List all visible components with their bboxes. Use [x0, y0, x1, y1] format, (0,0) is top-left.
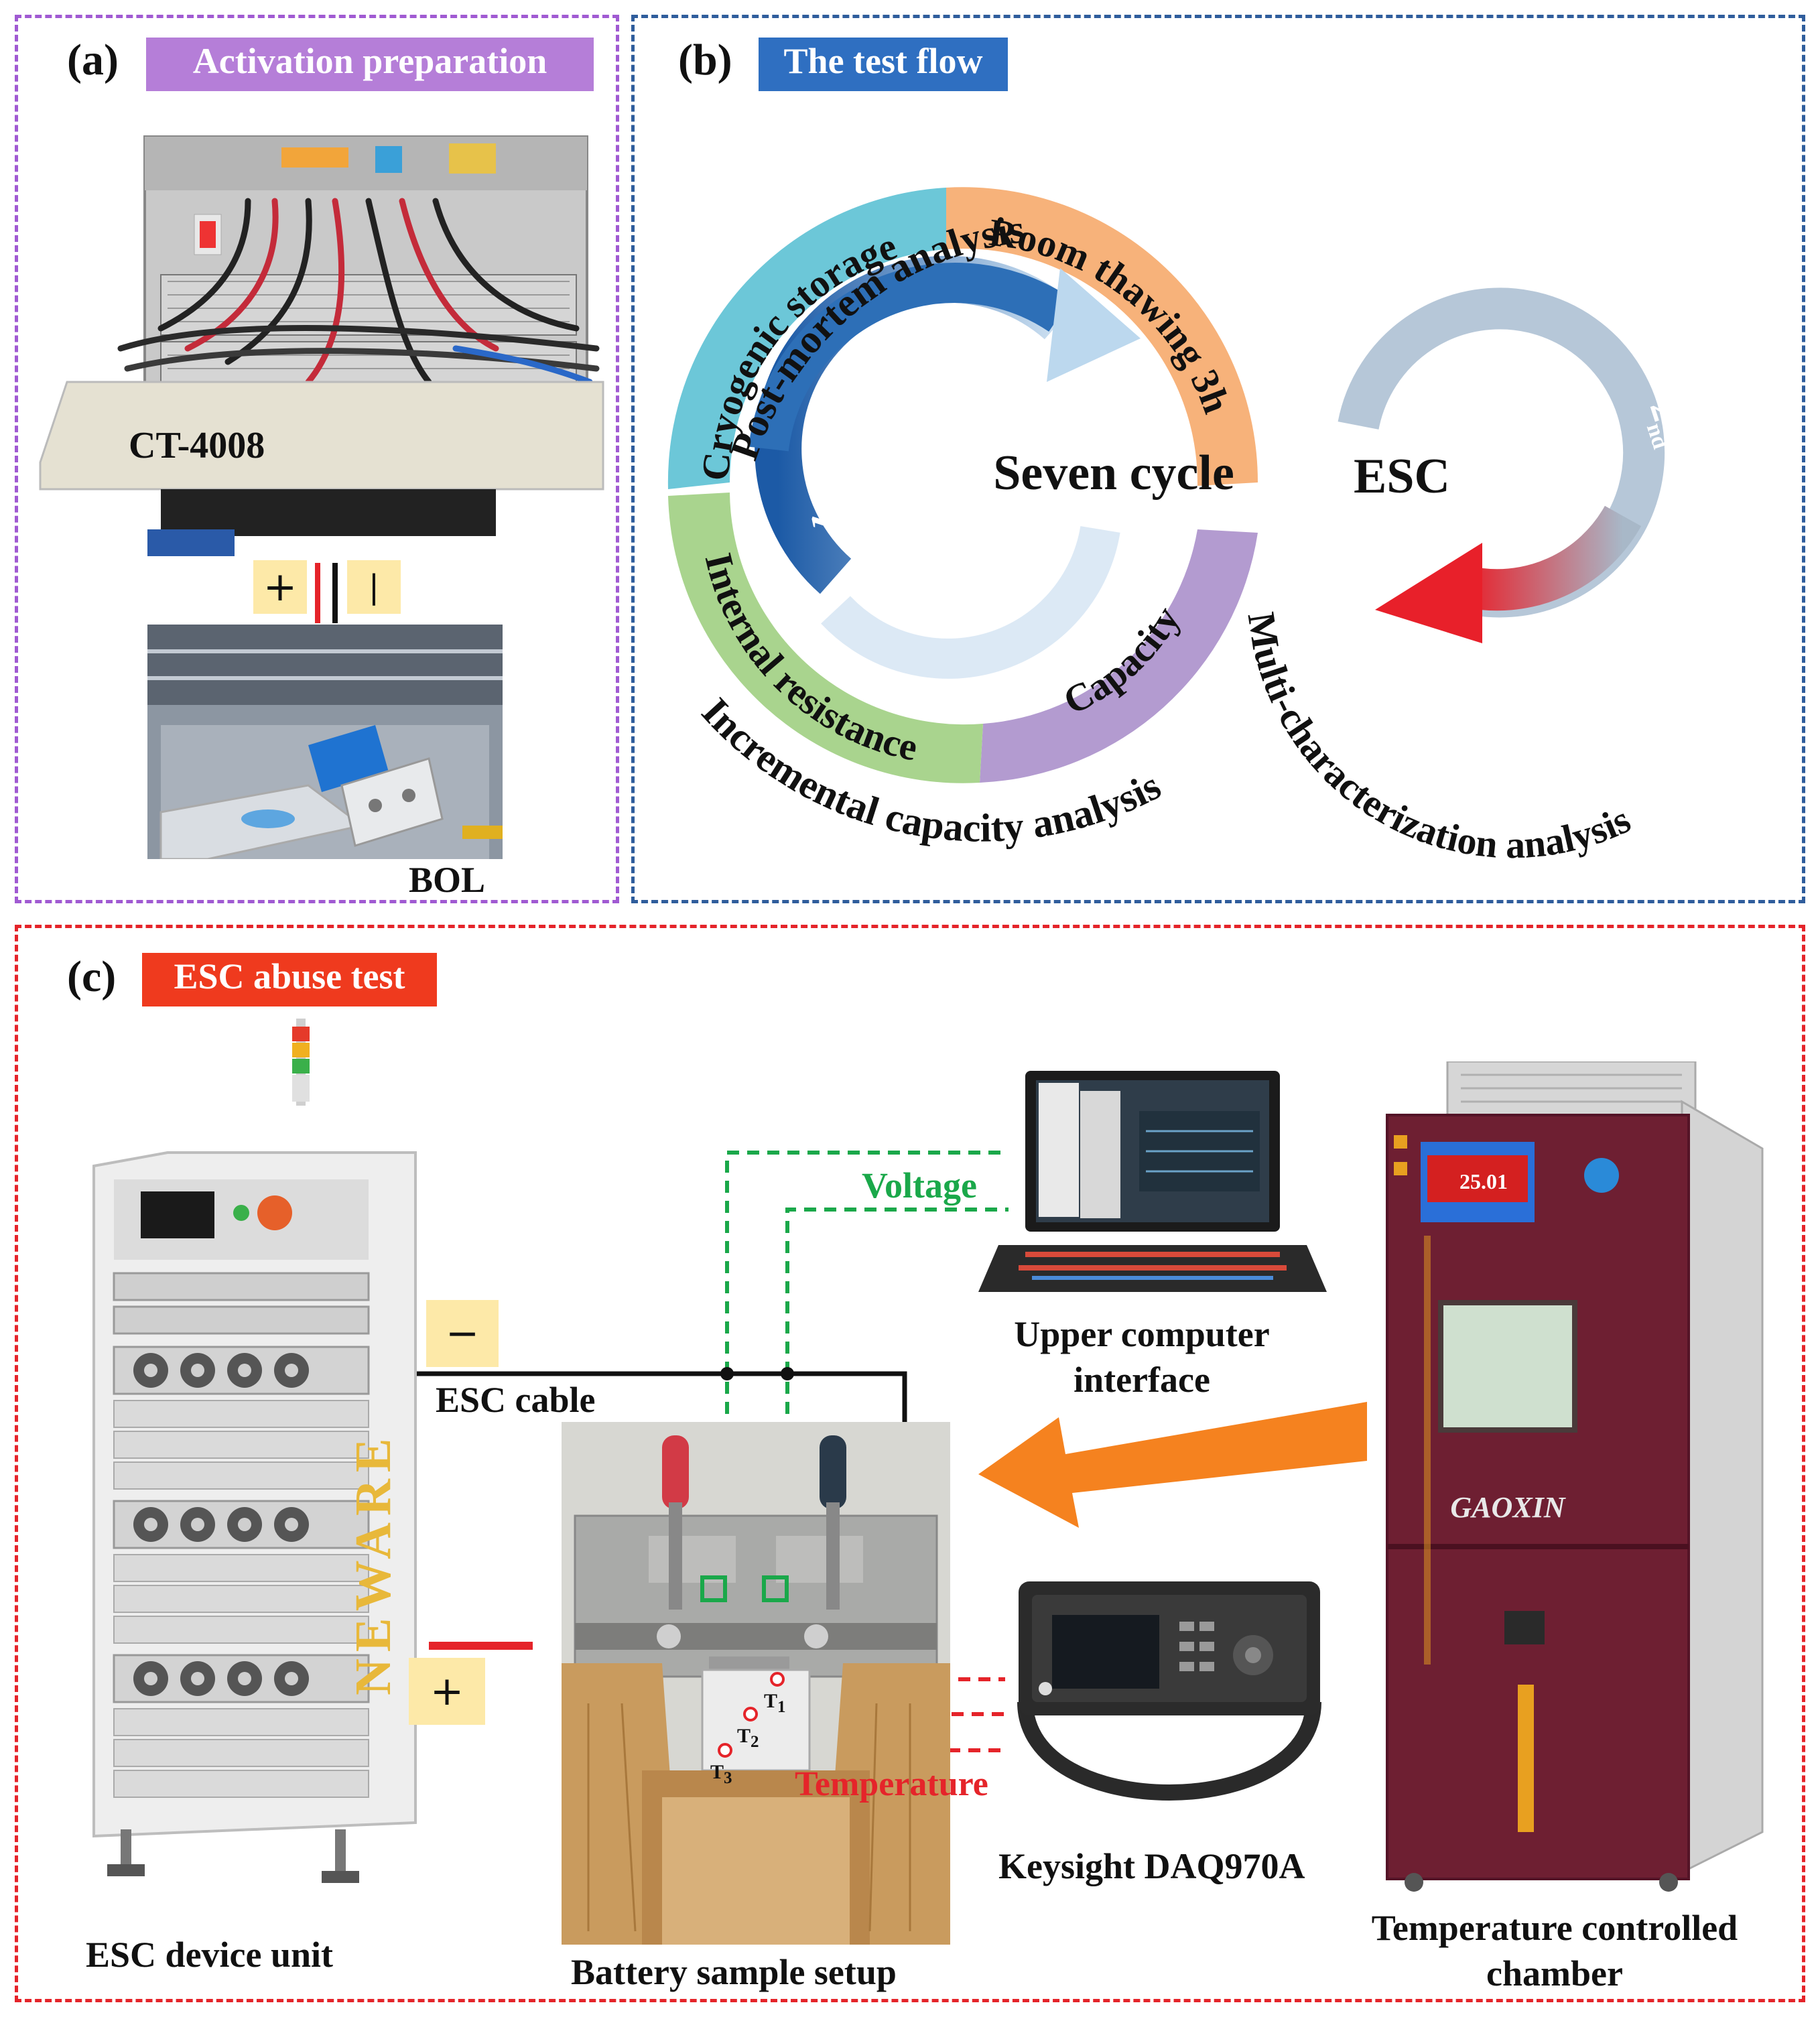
first-step-label: 1ststep	[801, 419, 881, 541]
t1-label: T1	[764, 1690, 786, 1716]
test-flow-diagram: Post-mortem analysis Incremental capacit…	[667, 187, 1718, 866]
segment-thawing	[946, 187, 1258, 486]
panel-a-label: (a)	[67, 36, 119, 84]
panel-c-label: (c)	[67, 952, 117, 1001]
t3-label: T3	[710, 1761, 732, 1787]
cabinet-brand-text: NEWARE	[345, 1431, 401, 1695]
temperature-label: Temperature	[795, 1765, 988, 1803]
panel-a	[15, 15, 619, 903]
upper-computer-line-2: interface	[1074, 1359, 1210, 1400]
t2-label: T2	[737, 1725, 759, 1751]
panel-b-label: (b)	[678, 36, 732, 84]
segment-resistance	[668, 493, 983, 783]
second-step-arrowhead	[1375, 543, 1482, 643]
first-step-arrowhead	[1047, 268, 1141, 382]
chamber-line-2: chamber	[1486, 1953, 1623, 1994]
orange-arrow	[978, 1402, 1367, 1528]
upper-computer-line-1: Upper computer	[1014, 1314, 1270, 1354]
plus-sign-a: +	[253, 560, 307, 614]
segment-capacity	[980, 529, 1258, 783]
minus-sign-c: −	[426, 1300, 499, 1367]
device-label-ct4008: CT-4008	[129, 425, 265, 466]
keysight-daq-image	[1017, 1581, 1321, 1801]
panel-b	[631, 15, 1805, 903]
upper-computer-label: Upper computer interface	[994, 1312, 1289, 1403]
seven-cycle-text: Seven cycle	[993, 446, 1234, 501]
flow-ring	[667, 187, 1258, 783]
multi-characterization-text: Multi-characterization analysis	[1239, 609, 1636, 866]
voltage-label: Voltage	[862, 1165, 977, 1206]
battery-sample-setup-image	[562, 1422, 950, 1945]
svg-text:Multi-characterization analysi: Multi-characterization analysis	[1239, 609, 1636, 866]
esc-cable-label: ESC cable	[436, 1380, 596, 1420]
esc-loop-text: ESC	[1354, 449, 1450, 504]
upper-computer-laptop	[978, 1071, 1327, 1292]
chamber-label: Temperature controlled chamber	[1340, 1906, 1769, 1996]
battery-setup-label: Battery sample setup	[571, 1952, 897, 1992]
temperature-chamber-image: 25.01 GAOXIN	[1386, 1061, 1764, 1892]
black-lead-line	[332, 563, 338, 623]
panel-a-tag: Activation preparation	[146, 38, 594, 91]
esc-device-cabinet: NEWARE	[92, 1019, 417, 1883]
panel-c-tag: ESC abuse test	[142, 953, 437, 1006]
battery-tester-image	[39, 135, 604, 556]
svg-text:1ststep: 1ststep	[801, 419, 881, 541]
red-lead-line	[315, 563, 320, 623]
esc-device-label: ESC device unit	[86, 1935, 334, 1975]
chamber-line-1: Temperature controlled	[1371, 1908, 1738, 1948]
chamber-brand-text: GAOXIN	[1450, 1491, 1566, 1524]
segment-cryogenic	[667, 188, 946, 489]
plus-sign-c: +	[409, 1658, 485, 1725]
panel-c	[15, 925, 1805, 2002]
panel-b-tag: The test flow	[759, 38, 1008, 91]
cell-label-bol: BOL	[409, 860, 486, 900]
bol-cell-image	[147, 625, 503, 859]
minus-sign-a: |	[347, 560, 401, 614]
keysight-label: Keysight DAQ970A	[998, 1846, 1305, 1886]
chamber-display-text: 25.01	[1459, 1169, 1508, 1193]
